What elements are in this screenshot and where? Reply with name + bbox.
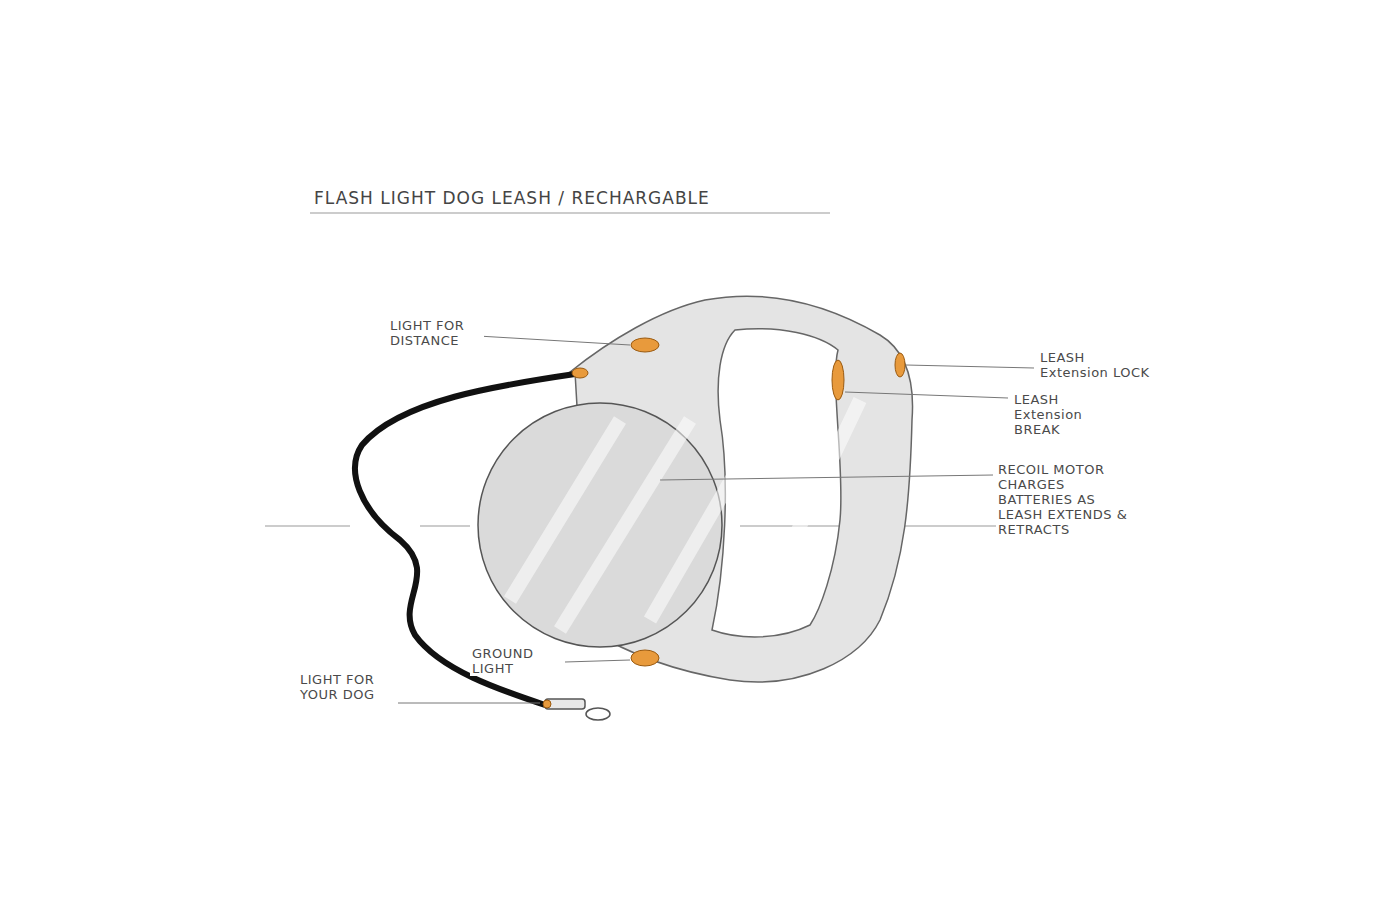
guide-line	[420, 526, 470, 527]
leash-clip	[545, 699, 610, 720]
lights	[543, 338, 905, 708]
reel-disc	[478, 403, 722, 647]
callout-label: RECOIL MOTOR CHARGES BATTERIES AS LEASH …	[996, 462, 1140, 537]
callout-label: LIGHT FOR YOUR DOG	[298, 672, 402, 702]
callout-label: LIGHT FOR DISTANCE	[388, 318, 484, 348]
callout-label: LEASH Extension BREAK	[1012, 392, 1131, 437]
guide-line	[265, 526, 350, 527]
title: FLASH LIGHT DOG LEASH / RECHARGABLE	[312, 188, 712, 208]
title-underline	[310, 213, 830, 214]
leash-cord	[355, 374, 575, 705]
callout-label: GROUND LIGHT	[470, 646, 564, 676]
highlights	[510, 400, 860, 630]
leader-lines	[398, 336, 1034, 703]
callout-label: LEASH Extension LOCK	[1038, 350, 1152, 380]
